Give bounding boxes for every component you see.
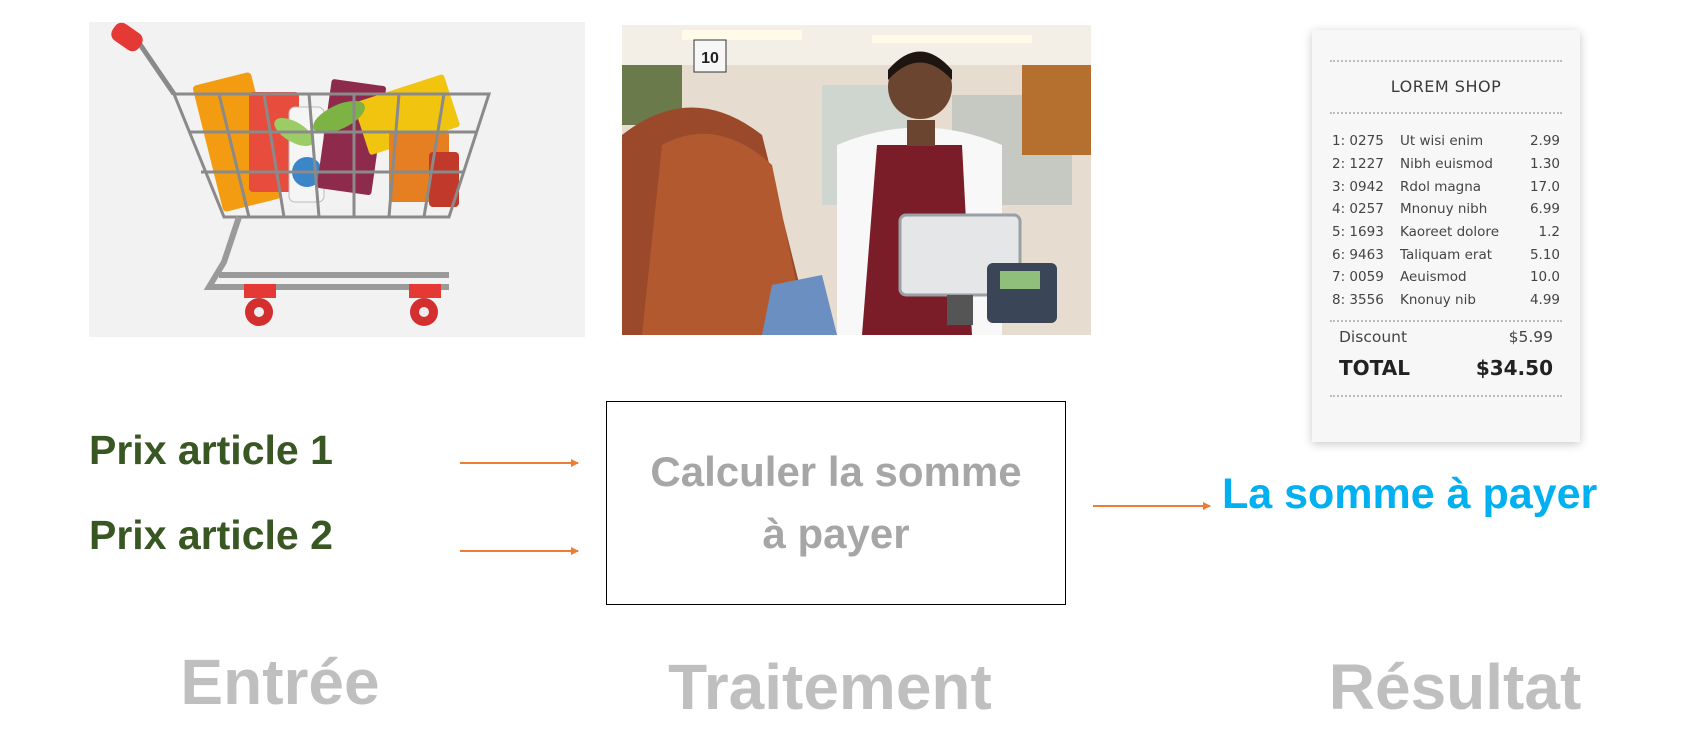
- lane-number: 10: [701, 50, 719, 67]
- receipt-line-price: 5.10: [1529, 246, 1560, 263]
- input-item-1-label: Prix article 1: [89, 427, 333, 473]
- receipt-line-code: 4: 0257: [1332, 201, 1384, 218]
- stage-label-process: Traitement: [668, 651, 992, 723]
- receipt-total-label: TOTAL: [1339, 356, 1410, 380]
- receipt-shop-name: LOREM SHOP: [1390, 77, 1502, 96]
- receipt-line: 5: 1693 Kaoreet dolore 1.2: [1332, 221, 1560, 244]
- receipt-discount-value: $5.99: [1508, 328, 1553, 346]
- receipt-line-code: 5: 1693: [1332, 224, 1384, 241]
- receipt-discount-label: Discount: [1339, 328, 1408, 346]
- cashier-photo: 10: [622, 25, 1091, 335]
- process-text-line-2: à payer: [762, 510, 910, 557]
- process-text: Calculer la somme à payer: [626, 441, 1046, 565]
- input-item-2-label: Prix article 2: [89, 512, 333, 558]
- receipt-line-price: 6.99: [1529, 201, 1560, 218]
- receipt-line-code: 8: 3556: [1332, 292, 1384, 309]
- output-label: La somme à payer: [1222, 470, 1598, 518]
- receipt-line-desc: Knonuy nib: [1400, 292, 1476, 309]
- receipt-line-price: 1.2: [1538, 224, 1560, 241]
- shopping-cart-icon: [111, 22, 492, 326]
- receipt-line-price: 1.30: [1529, 156, 1560, 173]
- receipt-line-code: 7: 0059: [1332, 269, 1384, 286]
- receipt-line-desc: Taliquam erat: [1400, 246, 1493, 263]
- receipt-line: 3: 0942 Rdol magna 17.0: [1332, 175, 1560, 198]
- receipt-line: 6: 9463 Taliquam erat 5.10: [1332, 243, 1560, 266]
- receipt-line-desc: Kaoreet dolore: [1400, 224, 1499, 241]
- process-box: Calculer la somme à payer: [606, 401, 1066, 605]
- receipt-line-code: 2: 1227: [1332, 156, 1384, 173]
- shopping-cart-image: [89, 22, 585, 337]
- receipt-line-price: 4.99: [1529, 292, 1560, 309]
- receipt-image: LOREM SHOP 1: 0275 Ut wisi enim 2.99 2: 12…: [1312, 30, 1580, 442]
- receipt-lines: 1: 0275 Ut wisi enim 2.99 2: 1227 Nibh euis…: [1332, 130, 1560, 312]
- receipt-line-price: 2.99: [1529, 133, 1560, 150]
- receipt-line-code: 1: 0275: [1332, 133, 1384, 150]
- receipt-line-desc: Nibh euismod: [1400, 156, 1493, 173]
- receipt-line-desc: Rdol magna: [1400, 178, 1482, 195]
- receipt-divider: [1330, 112, 1562, 114]
- receipt-divider: [1330, 395, 1562, 397]
- receipt-line: 8: 3556 Knonuy nib 4.99: [1332, 289, 1560, 312]
- receipt-line: 2: 1227 Nibh euismod 1.30: [1332, 153, 1560, 176]
- receipt-total-value: $34.50: [1475, 356, 1553, 380]
- receipt-line-desc: Ut wisi enim: [1400, 133, 1484, 150]
- receipt-divider: [1330, 60, 1562, 62]
- cashier-scene-illustration: 10: [622, 25, 1091, 335]
- receipt-line-price: 17.0: [1529, 178, 1560, 195]
- receipt-line-price: 10.0: [1529, 269, 1560, 286]
- receipt-line: 4: 0257 Mnonuy nibh 6.99: [1332, 198, 1560, 221]
- receipt-divider: [1330, 320, 1562, 322]
- stage-label-output: Résultat: [1328, 651, 1582, 723]
- receipt-line-code: 3: 0942: [1332, 178, 1384, 195]
- receipt-line: 7: 0059 Aeuismod 10.0: [1332, 266, 1560, 289]
- receipt-line-code: 6: 9463: [1332, 246, 1384, 263]
- stage-label-input: Entrée: [180, 646, 380, 718]
- receipt-line-desc: Aeuismod: [1400, 269, 1467, 286]
- process-text-line-1: Calculer la somme: [650, 448, 1022, 495]
- receipt-line: 1: 0275 Ut wisi enim 2.99: [1332, 130, 1560, 153]
- receipt-line-desc: Mnonuy nibh: [1400, 201, 1488, 218]
